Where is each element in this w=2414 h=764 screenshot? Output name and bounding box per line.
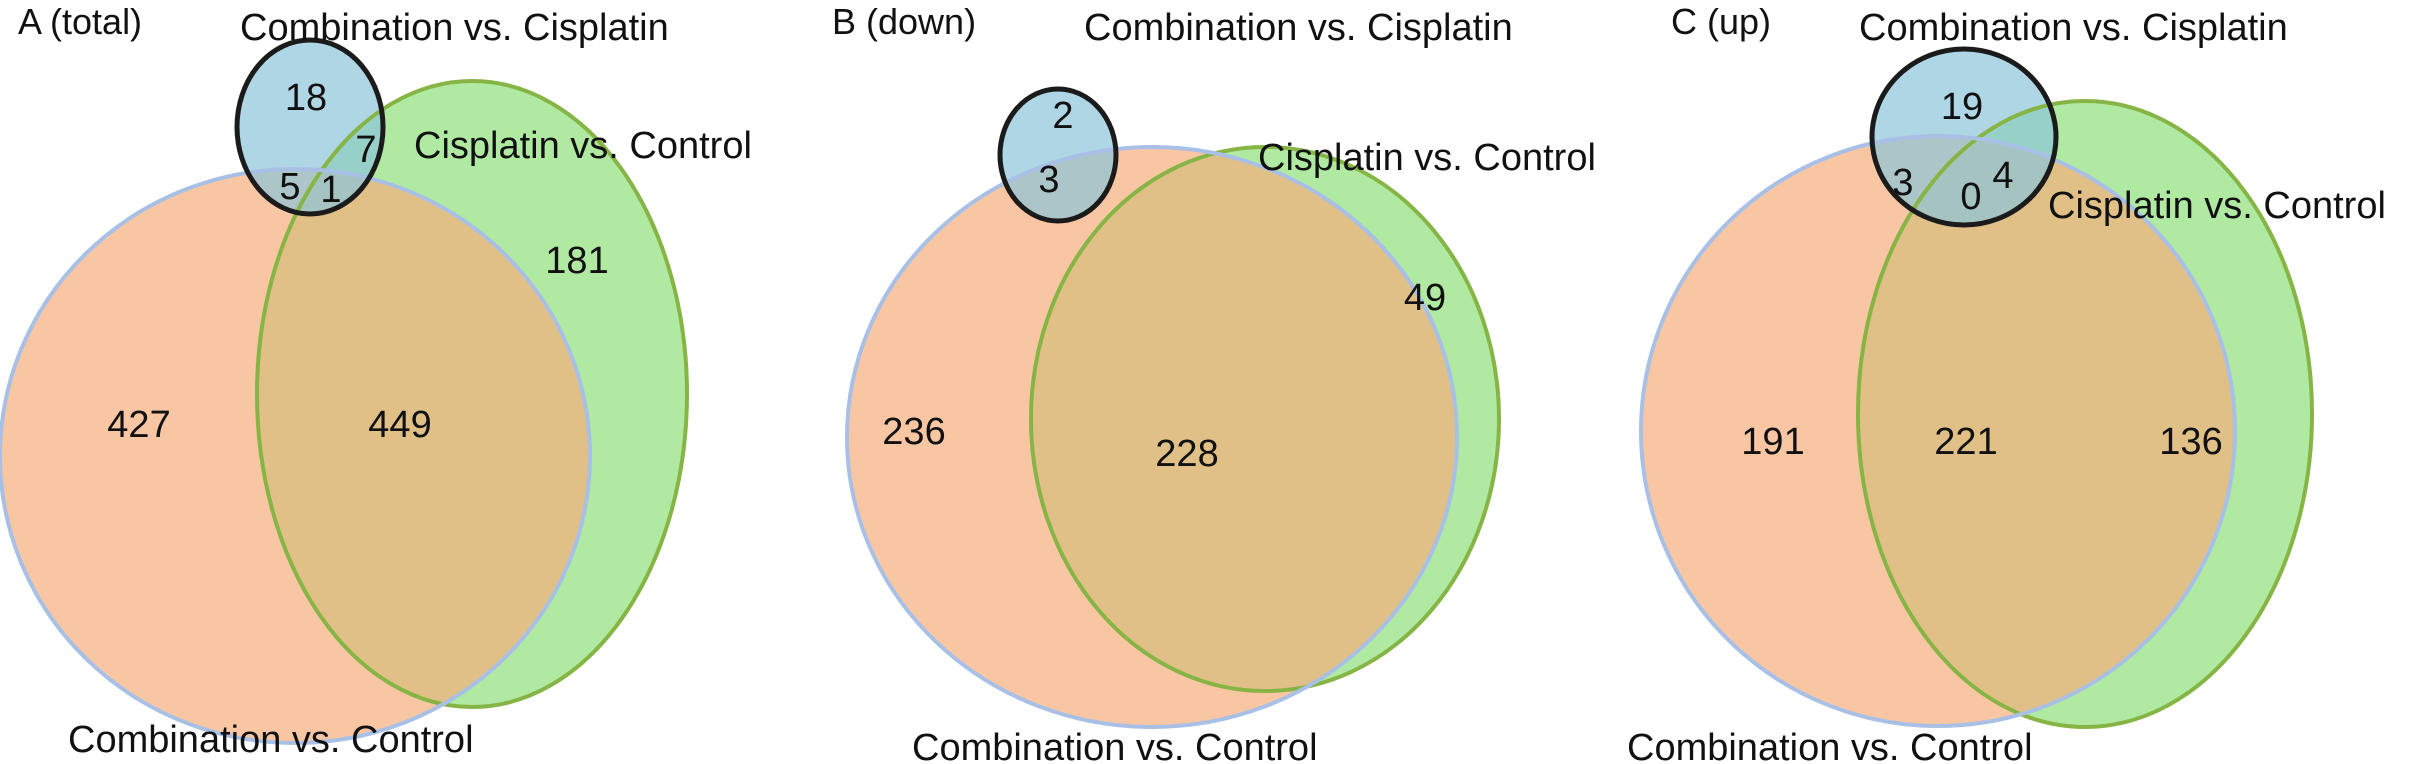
panel-c-combination-vs-cisplatin-outline	[1869, 46, 2059, 228]
panel-a-set-combination-vs-control-label: Combination vs. Control	[68, 719, 474, 761]
panel-c-set-combination-vs-cisplatin-label: Combination vs. Cisplatin	[1859, 7, 2288, 49]
panel-c-label: C (up)	[1671, 1, 1771, 42]
panel-c-combination-vs-control-circle	[1641, 136, 2235, 726]
panel-b-label: B (down)	[832, 1, 976, 42]
panel-a-count-all-three: 1	[320, 169, 341, 211]
panel-a-count-cisplatin-vs-control-and-combination-vs-control: 449	[368, 404, 431, 446]
panel-b-set-combination-vs-cisplatin-label: Combination vs. Cisplatin	[1084, 7, 1513, 49]
panel-c-count-combination-vs-cisplatin-only: 19	[1941, 86, 1983, 128]
panel-a-count-combination-vs-cisplatin-and-cisplatin-vs-control: 7	[355, 129, 376, 171]
panel-c-count-cisplatin-vs-control-and-combination-vs-control: 221	[1934, 421, 1997, 463]
panel-b-combination-vs-control-circle	[847, 147, 1457, 727]
panel-a-shapes	[0, 37, 689, 745]
panel-b-count-combination-vs-cisplatin-only: 2	[1052, 95, 1073, 137]
panel-b-set-combination-vs-control-label: Combination vs. Control	[912, 727, 1318, 764]
panel-b-combination-vs-cisplatin-circle	[1000, 89, 1116, 221]
panel-b-set-cisplatin-vs-control-label: Cisplatin vs. Control	[1258, 137, 1596, 179]
panel-c-set-cisplatin-vs-control-label: Cisplatin vs. Control	[2048, 185, 2386, 227]
panel-b-cisplatin-vs-control-outline	[1029, 145, 1501, 693]
panel-c-cisplatin-vs-control-outline	[1856, 99, 2314, 729]
panel-c-up: C (up) Combination vs. Cisplatin Cisplat…	[1627, 1, 2386, 764]
panel-a-label: A (total)	[18, 1, 142, 42]
panel-a-count-combination-vs-cisplatin-and-combination-vs-control: 5	[279, 166, 300, 208]
panel-c-count-combination-vs-cisplatin-and-combination-vs-control: 3	[1892, 162, 1913, 204]
panel-b-count-cisplatin-vs-control-only: 49	[1404, 277, 1446, 319]
panel-a-count-cisplatin-vs-control-only: 181	[545, 240, 608, 282]
panel-a-cisplatin-vs-control-outline	[255, 79, 689, 709]
panel-a-combination-vs-control-outline	[0, 167, 592, 745]
panel-b-count-combination-vs-cisplatin-and-combination-vs-control: 3	[1038, 159, 1059, 201]
panel-a-set-combination-vs-cisplatin-label: Combination vs. Cisplatin	[240, 7, 669, 49]
panel-c-set-combination-vs-control-label: Combination vs. Control	[1627, 727, 2033, 764]
panel-c-count-combination-vs-cisplatin-and-cisplatin-vs-control: 4	[1992, 155, 2013, 197]
panel-b-count-cisplatin-vs-control-and-combination-vs-control: 228	[1155, 433, 1218, 475]
panel-c-count-cisplatin-vs-control-only: 136	[2159, 421, 2222, 463]
panel-a-combination-vs-control-circle	[0, 169, 590, 743]
panel-b-combination-vs-control-outline	[845, 145, 1459, 729]
panel-a-count-combination-vs-cisplatin-only: 18	[285, 77, 327, 119]
panel-c-count-combination-vs-control-only: 191	[1741, 421, 1804, 463]
panel-a-set-cisplatin-vs-control-label: Cisplatin vs. Control	[414, 125, 752, 167]
panel-c-combination-vs-control-outline	[1639, 134, 2237, 728]
panel-b-count-combination-vs-control-only: 236	[882, 411, 945, 453]
panel-a-count-combination-vs-control-only: 427	[107, 404, 170, 446]
panel-b-combination-vs-cisplatin-outline	[997, 86, 1119, 224]
panel-b-shapes	[845, 86, 1501, 729]
panel-c-shapes	[1639, 46, 2314, 729]
panel-b-down: B (down) Combination vs. Cisplatin Cispl…	[832, 1, 1596, 764]
panel-c-count-all-three: 0	[1960, 176, 1981, 218]
panel-a-combination-vs-cisplatin-outline	[234, 37, 386, 217]
panel-a-total: A (total) Combination vs. Cisplatin Cisp…	[0, 1, 752, 761]
